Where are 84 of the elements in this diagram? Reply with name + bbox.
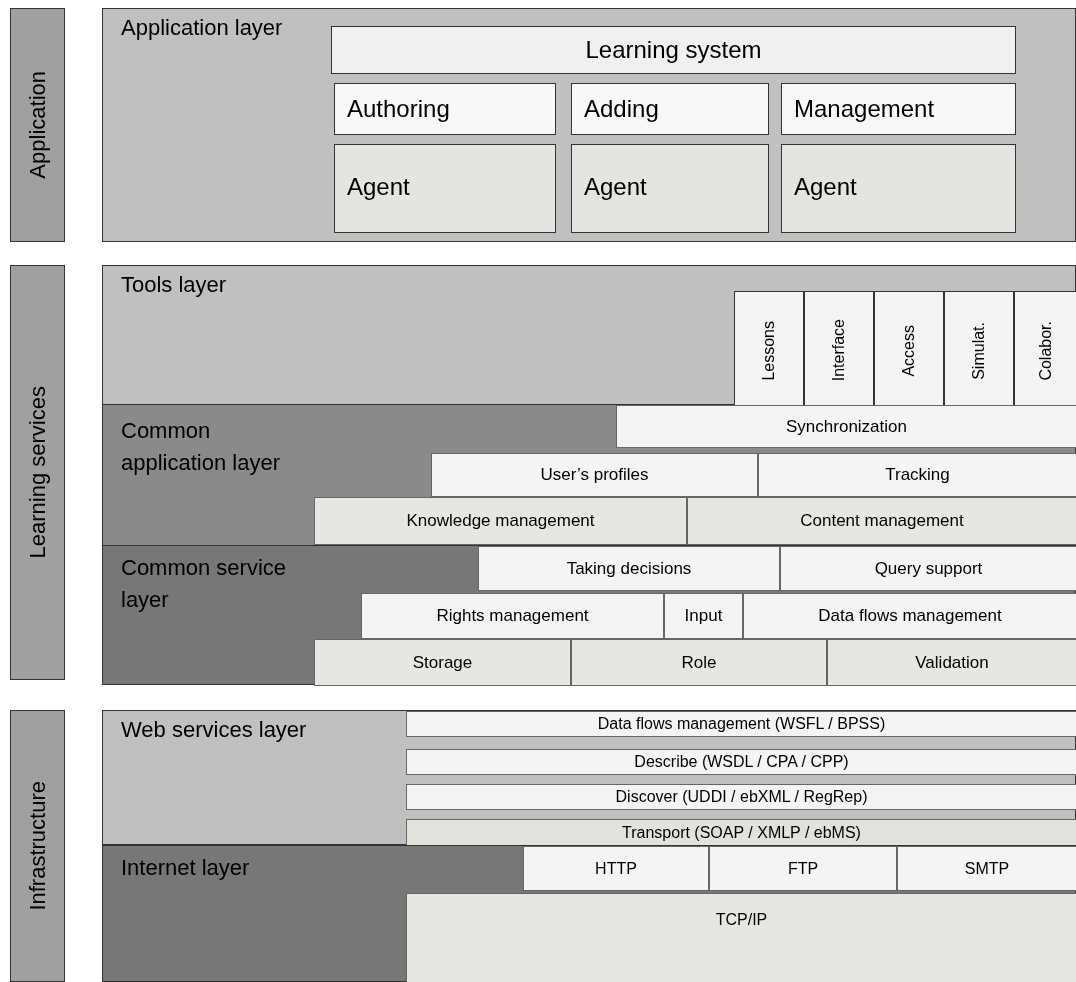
- node-label: Storage: [412, 651, 473, 674]
- node-label: Web services layer: [121, 717, 308, 743]
- node-label: Role: [681, 651, 717, 674]
- component-box: [314, 639, 571, 686]
- component-box: [664, 593, 743, 639]
- node-label: Tracking: [885, 464, 950, 487]
- node-label: Synchronization: [786, 415, 907, 438]
- node-label: Agent: [346, 172, 410, 202]
- component-box: [758, 453, 1076, 497]
- protocol-box: [897, 846, 1076, 891]
- node-label: FTP: [787, 858, 819, 879]
- node-label: Query support: [874, 557, 983, 580]
- component-box: [781, 144, 1016, 233]
- node-label: Data flows management: [818, 605, 1002, 628]
- protocol-box: [406, 784, 1076, 810]
- node-label: Describe (WSDL / CPA / CPP): [634, 752, 849, 772]
- node-label: Application: [24, 71, 51, 179]
- layer-panel: [102, 265, 1076, 405]
- node-label: Access: [899, 324, 918, 377]
- component-box: [431, 453, 758, 497]
- tool-box: [804, 291, 874, 406]
- protocol-box: [523, 846, 709, 891]
- node-label: Validation: [915, 651, 989, 674]
- tool-box: [874, 291, 944, 406]
- node-label: HTTP: [595, 858, 637, 879]
- node-label: Management: [793, 94, 935, 124]
- side-tab: [10, 8, 65, 242]
- node-label: Knowledge management: [406, 510, 595, 533]
- side-tab: [10, 265, 65, 680]
- layer-panel: [102, 405, 1076, 545]
- node-label: Transport (SOAP / XMLP / ebMS): [622, 822, 861, 843]
- component-box: [616, 405, 1076, 448]
- component-box: [827, 639, 1076, 686]
- component-box: [571, 83, 769, 135]
- node-label: Simulat.: [969, 321, 988, 380]
- node-label: Internet layer: [121, 854, 251, 882]
- node-label: Interface: [829, 319, 848, 382]
- component-box: [571, 144, 769, 233]
- tool-box: [1014, 291, 1076, 406]
- node-label: Colabor.: [1035, 320, 1055, 381]
- protocol-box: [709, 846, 897, 891]
- protocol-box: [406, 893, 1076, 982]
- component-box: [780, 546, 1076, 591]
- protocol-box: [406, 711, 1076, 737]
- node-label: Learning services: [24, 386, 51, 559]
- node-label: Data flows management (WSFL / BPSS): [597, 714, 886, 734]
- node-label: Discover (UDDI / ebXML / RegRep): [615, 787, 868, 807]
- component-box: [478, 546, 780, 591]
- component-box: [314, 497, 687, 545]
- component-box: [781, 83, 1016, 135]
- node-label: Agent: [583, 172, 647, 202]
- protocol-box: [406, 819, 1076, 846]
- node-label: Agent: [793, 172, 857, 202]
- node-label: Tools layer: [121, 272, 228, 298]
- component-box: [571, 639, 827, 686]
- tool-box: [734, 291, 804, 406]
- layer-panel: [102, 545, 1076, 685]
- node-label: Taking decisions: [566, 557, 692, 580]
- node-label: SMTP: [964, 858, 1010, 879]
- node-label: Infrastructure: [24, 781, 51, 911]
- node-label: Common service layer: [121, 554, 288, 614]
- node-label: Learning system: [585, 35, 762, 65]
- component-box: [743, 593, 1076, 639]
- node-label: Content management: [800, 510, 964, 533]
- node-label: Input: [684, 605, 723, 628]
- node-label: Lessons: [759, 320, 778, 381]
- component-box: [334, 83, 556, 135]
- node-label: Common application layer: [121, 417, 281, 477]
- layer-panel: [102, 845, 1076, 982]
- node-label: Adding: [583, 94, 659, 124]
- node-label: User’s profiles: [540, 464, 649, 487]
- tool-box: [944, 291, 1014, 406]
- layer-panel: [102, 710, 1076, 845]
- protocol-box: [406, 749, 1076, 775]
- component-box: [687, 497, 1076, 545]
- node-label: Authoring: [346, 94, 450, 124]
- node-label: Rights management: [436, 605, 589, 628]
- component-box: [334, 144, 556, 233]
- node-label: TCP/IP: [715, 910, 768, 930]
- component-box: [331, 26, 1016, 74]
- node-label: Application layer: [121, 15, 284, 41]
- layer-panel: [102, 8, 1076, 242]
- component-box: [361, 593, 664, 639]
- side-tab: [10, 710, 65, 982]
